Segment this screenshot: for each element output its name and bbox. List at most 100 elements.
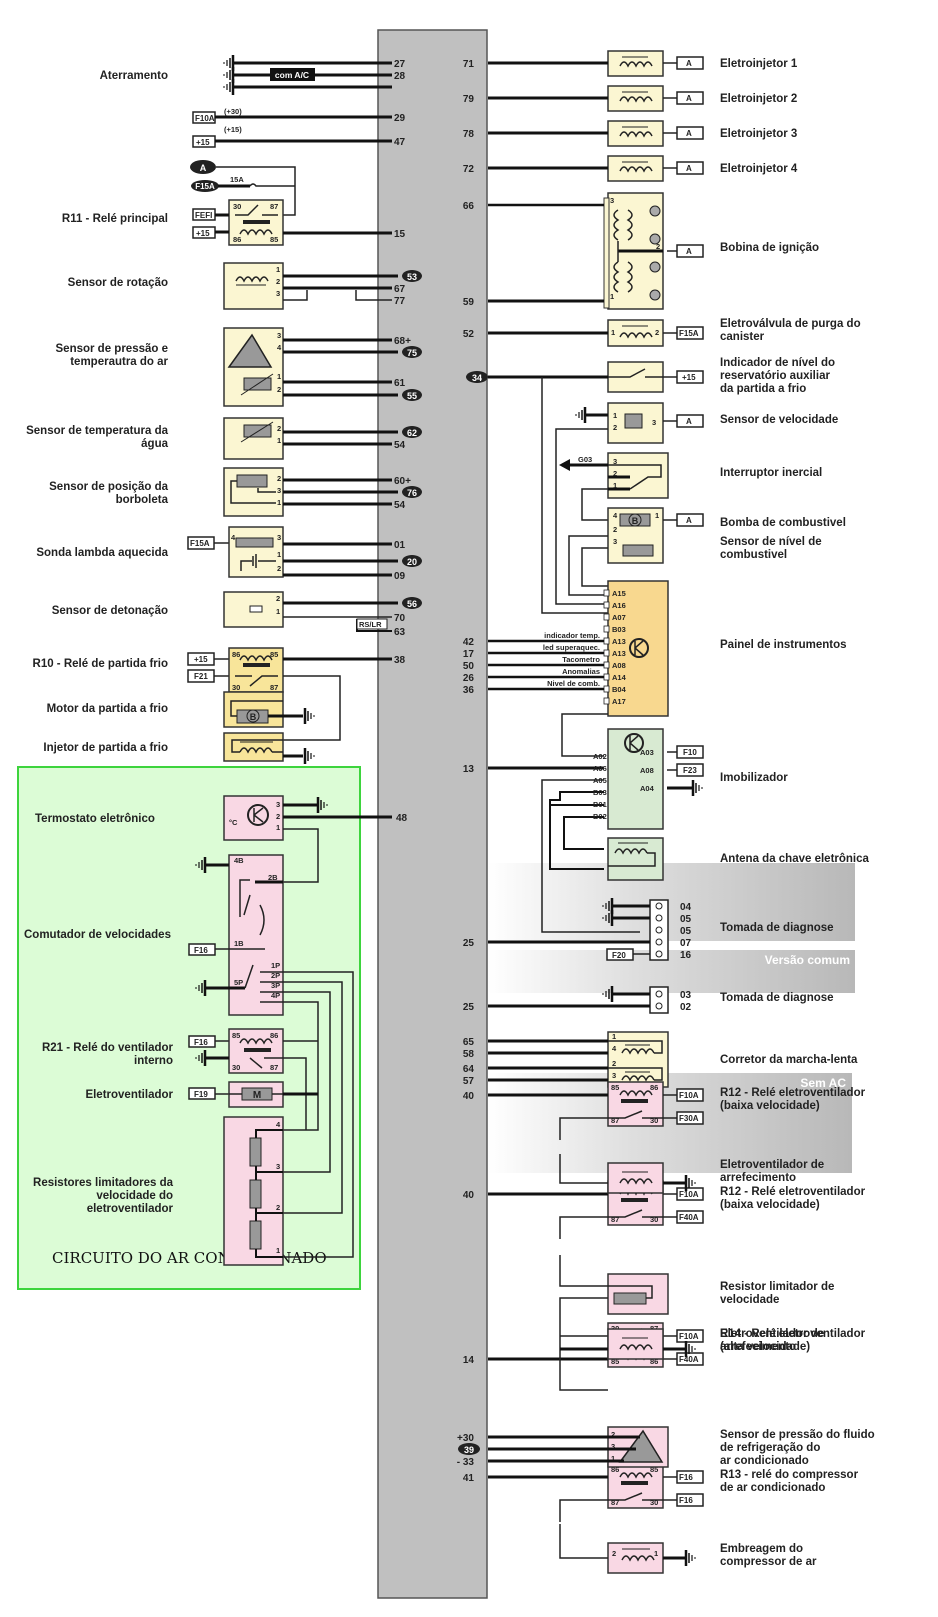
ac-circuit-title: CIRCUITO DO AR CONDICIONADO xyxy=(52,1249,327,1267)
svg-text:56: 56 xyxy=(407,599,417,609)
svg-text:A: A xyxy=(200,163,207,173)
svg-text:2: 2 xyxy=(656,242,660,251)
socket-pin-label: 05 xyxy=(680,914,692,925)
relay-label: de ar condicionado xyxy=(720,1482,825,1494)
comutador-velocidades: Comutador de velocidades 4B 2B F16 1B 5P… xyxy=(24,854,354,1258)
signal-label: Tacometro xyxy=(562,655,600,664)
terminal xyxy=(603,625,610,633)
svg-text:F10: F10 xyxy=(683,748,697,757)
aterramento-group: Aterramento com A/C 27 28 xyxy=(100,53,406,97)
ground-icon xyxy=(222,53,235,73)
svg-text:86: 86 xyxy=(232,650,240,659)
svg-text:48: 48 xyxy=(396,813,408,824)
svg-text:1: 1 xyxy=(276,265,280,274)
socket-pin-label: 03 xyxy=(680,990,692,1001)
terminal-label: 30 xyxy=(650,1116,658,1125)
ecu-pin: 65 xyxy=(463,1037,475,1048)
ecu-pin: 47 xyxy=(394,137,406,148)
svg-text:15A: 15A xyxy=(230,175,244,184)
svg-text:1: 1 xyxy=(613,411,617,420)
signal-label: led superaquec. xyxy=(543,643,600,652)
resistor-limitador-velocidade: Resistor limitador de velocidade xyxy=(559,1255,834,1391)
eletroinjetor-label: Eletroinjetor 4 xyxy=(720,163,798,175)
svg-text:3: 3 xyxy=(611,1442,615,1451)
aterramento-label: Aterramento xyxy=(100,70,168,82)
no-ac-label: Sem AC xyxy=(800,1076,846,1090)
injetor-partida-frio: Injetor de partida a frio xyxy=(43,732,316,766)
eletroinjetor-label: Eletroinjetor 1 xyxy=(720,58,798,70)
terminal-label: 85 xyxy=(650,1465,658,1474)
svg-text:3: 3 xyxy=(613,537,617,546)
fuse-box xyxy=(676,1470,704,1484)
fuse-box xyxy=(676,1493,704,1507)
eletroinjetor-label: Eletroinjetor 3 xyxy=(720,128,797,140)
feed-label: A xyxy=(686,59,692,68)
fuse-box xyxy=(676,1187,704,1201)
svg-text:2P: 2P xyxy=(271,971,280,980)
svg-text:4: 4 xyxy=(613,511,618,520)
svg-text:FEFI: FEFI xyxy=(195,211,212,220)
termostato-eletronico: Termostato eletrônico °C 3 2 1 48 xyxy=(35,795,408,883)
svg-text:arrefecimento: arrefecimento xyxy=(720,1341,796,1353)
svg-text:Sensor de rotação: Sensor de rotação xyxy=(68,277,168,289)
ecu-pin: 50 xyxy=(463,661,475,672)
svg-text:água: água xyxy=(141,438,168,450)
svg-text:Sensor de temperatura da: Sensor de temperatura da xyxy=(26,425,168,437)
ecu-pin: 14 xyxy=(463,1355,475,1366)
svg-text:86: 86 xyxy=(270,1031,278,1040)
sensor-rotacao: Sensor de rotação 1 2 3 53 67 77 xyxy=(68,262,422,310)
svg-text:1: 1 xyxy=(276,1246,280,1255)
svg-text:3: 3 xyxy=(277,486,281,495)
svg-text:arrefecimento: arrefecimento xyxy=(720,1172,796,1184)
svg-text:Bobina de ignição: Bobina de ignição xyxy=(720,242,819,254)
svg-text:temperautra do ar: temperautra do ar xyxy=(70,356,168,368)
embreagem-compressor: Embreagem do compressor de ar 2 1 xyxy=(559,1524,817,1574)
ecu-pin: 40 xyxy=(463,1091,475,1102)
svg-text:Resistores limitadores da: Resistores limitadores da xyxy=(33,1177,174,1189)
svg-text:F15A: F15A xyxy=(195,182,215,191)
svg-text:87: 87 xyxy=(270,683,278,692)
svg-text:4B: 4B xyxy=(234,856,244,865)
terminal xyxy=(603,613,610,621)
svg-text:87: 87 xyxy=(270,202,278,211)
svg-text:eletroventilador: eletroventilador xyxy=(87,1203,174,1215)
terminal-label: 87 xyxy=(611,1215,619,1224)
svg-text:1: 1 xyxy=(613,481,617,490)
ecu-pin: 25 xyxy=(463,1002,475,1013)
svg-text:55: 55 xyxy=(407,391,417,401)
sensor-velocidade: Sensor de velocidade 1 2 3 A xyxy=(555,402,838,605)
svg-text:1: 1 xyxy=(611,328,615,337)
r12-relay-sem-ac: R12 - Relé eletroventilador(baixa veloci… xyxy=(463,1081,866,1140)
signal-label: Anomalias xyxy=(562,667,600,676)
sensor-detonacao: Sensor de detonação 2 1 RS/LR 56 70 63 xyxy=(52,591,422,638)
terminal-label: 30 xyxy=(650,1215,658,1224)
svg-text:2: 2 xyxy=(276,594,280,603)
terminal-label: A05 xyxy=(593,776,607,785)
svg-text:(+15): (+15) xyxy=(224,125,242,134)
ecu-pin: 15 xyxy=(394,229,406,240)
terminal-label: 87 xyxy=(611,1116,619,1125)
socket-pin-label: 05 xyxy=(680,926,692,937)
svg-text:+30: +30 xyxy=(457,1433,474,1444)
imobilizador: Imobilizador 13 F10 F23 A02A06A05B03B01B… xyxy=(463,713,788,933)
sensor-posicao-borboleta: Sensor de posição da borboleta 2 3 1 60+… xyxy=(49,467,422,517)
svg-text:Termostato eletrônico: Termostato eletrônico xyxy=(35,813,155,825)
svg-text:2: 2 xyxy=(655,328,659,337)
svg-text:3: 3 xyxy=(610,196,614,205)
relay-label: R12 - Relé eletroventilador xyxy=(720,1087,866,1099)
terminal-label: A13 xyxy=(612,637,626,646)
svg-text:59: 59 xyxy=(463,297,475,308)
terminal-label: 3 xyxy=(612,1071,616,1080)
svg-text:+15: +15 xyxy=(196,138,210,147)
ecu-pin: 25 xyxy=(463,938,475,949)
diagnosis-band xyxy=(488,863,855,941)
socket-pin-label: 02 xyxy=(680,1002,692,1013)
terminal-label: 85 xyxy=(611,1083,619,1092)
terminal xyxy=(603,697,610,705)
